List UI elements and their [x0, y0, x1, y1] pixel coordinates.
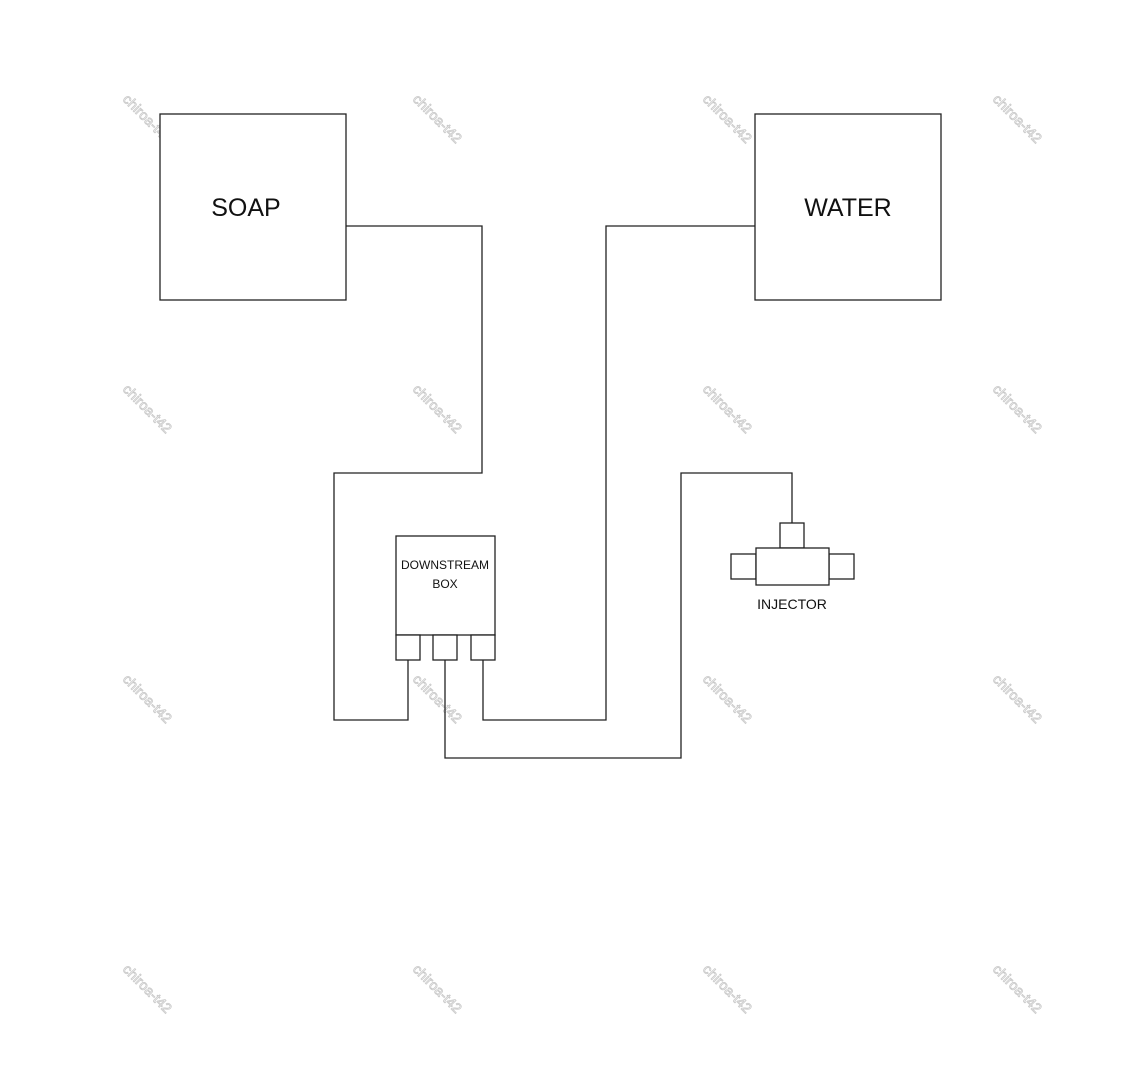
watermark: chiroa-t42: [120, 381, 175, 436]
downstream-port-middle: [432, 634, 458, 661]
watermark: chiroa-t42: [990, 961, 1045, 1016]
watermark: chiroa-t42: [700, 91, 755, 146]
watermark: chiroa-t42: [120, 961, 175, 1016]
watermark: chiroa-t42: [990, 381, 1045, 436]
watermark: chiroa-t42: [120, 671, 175, 726]
injector-left-port: [730, 553, 757, 580]
water-tank: WATER: [754, 113, 942, 301]
injector-label: INJECTOR: [757, 596, 827, 612]
downstream-port-left: [395, 634, 421, 661]
downstream-box-body: [395, 535, 496, 636]
soap-tank: SOAP: [159, 113, 347, 301]
downstream-box: DOWNSTREAM BOX: [395, 535, 496, 661]
injector-pipe: [444, 472, 793, 759]
watermark: chiroa-t42: [700, 961, 755, 1016]
injector-body: [755, 547, 830, 586]
watermark: chiroa-t42: [410, 381, 465, 436]
downstream-port-right: [470, 634, 496, 661]
water-pipe: [482, 225, 755, 721]
water-box: [754, 113, 942, 301]
soap-label: SOAP: [211, 194, 280, 222]
watermark: chiroa-t42: [700, 381, 755, 436]
pipes: [333, 225, 793, 759]
watermark: chiroa-t42: [410, 671, 465, 726]
watermark: chiroa-t42: [700, 671, 755, 726]
watermark: chiroa-t42: [990, 91, 1045, 146]
watermark: chiroa-t42: [410, 961, 465, 1016]
water-label: WATER: [804, 194, 892, 222]
soap-pipe: [333, 225, 483, 721]
soap-box: [159, 113, 347, 301]
injector: INJECTOR: [730, 522, 855, 612]
downstream-box-label-line1: DOWNSTREAM: [401, 558, 489, 572]
watermark: chiroa-t42: [990, 671, 1045, 726]
injector-right-port: [828, 553, 855, 580]
injector-top-port: [779, 522, 805, 549]
downstream-box-label-line2: BOX: [432, 577, 457, 591]
watermark: chiroa-t42: [410, 91, 465, 146]
